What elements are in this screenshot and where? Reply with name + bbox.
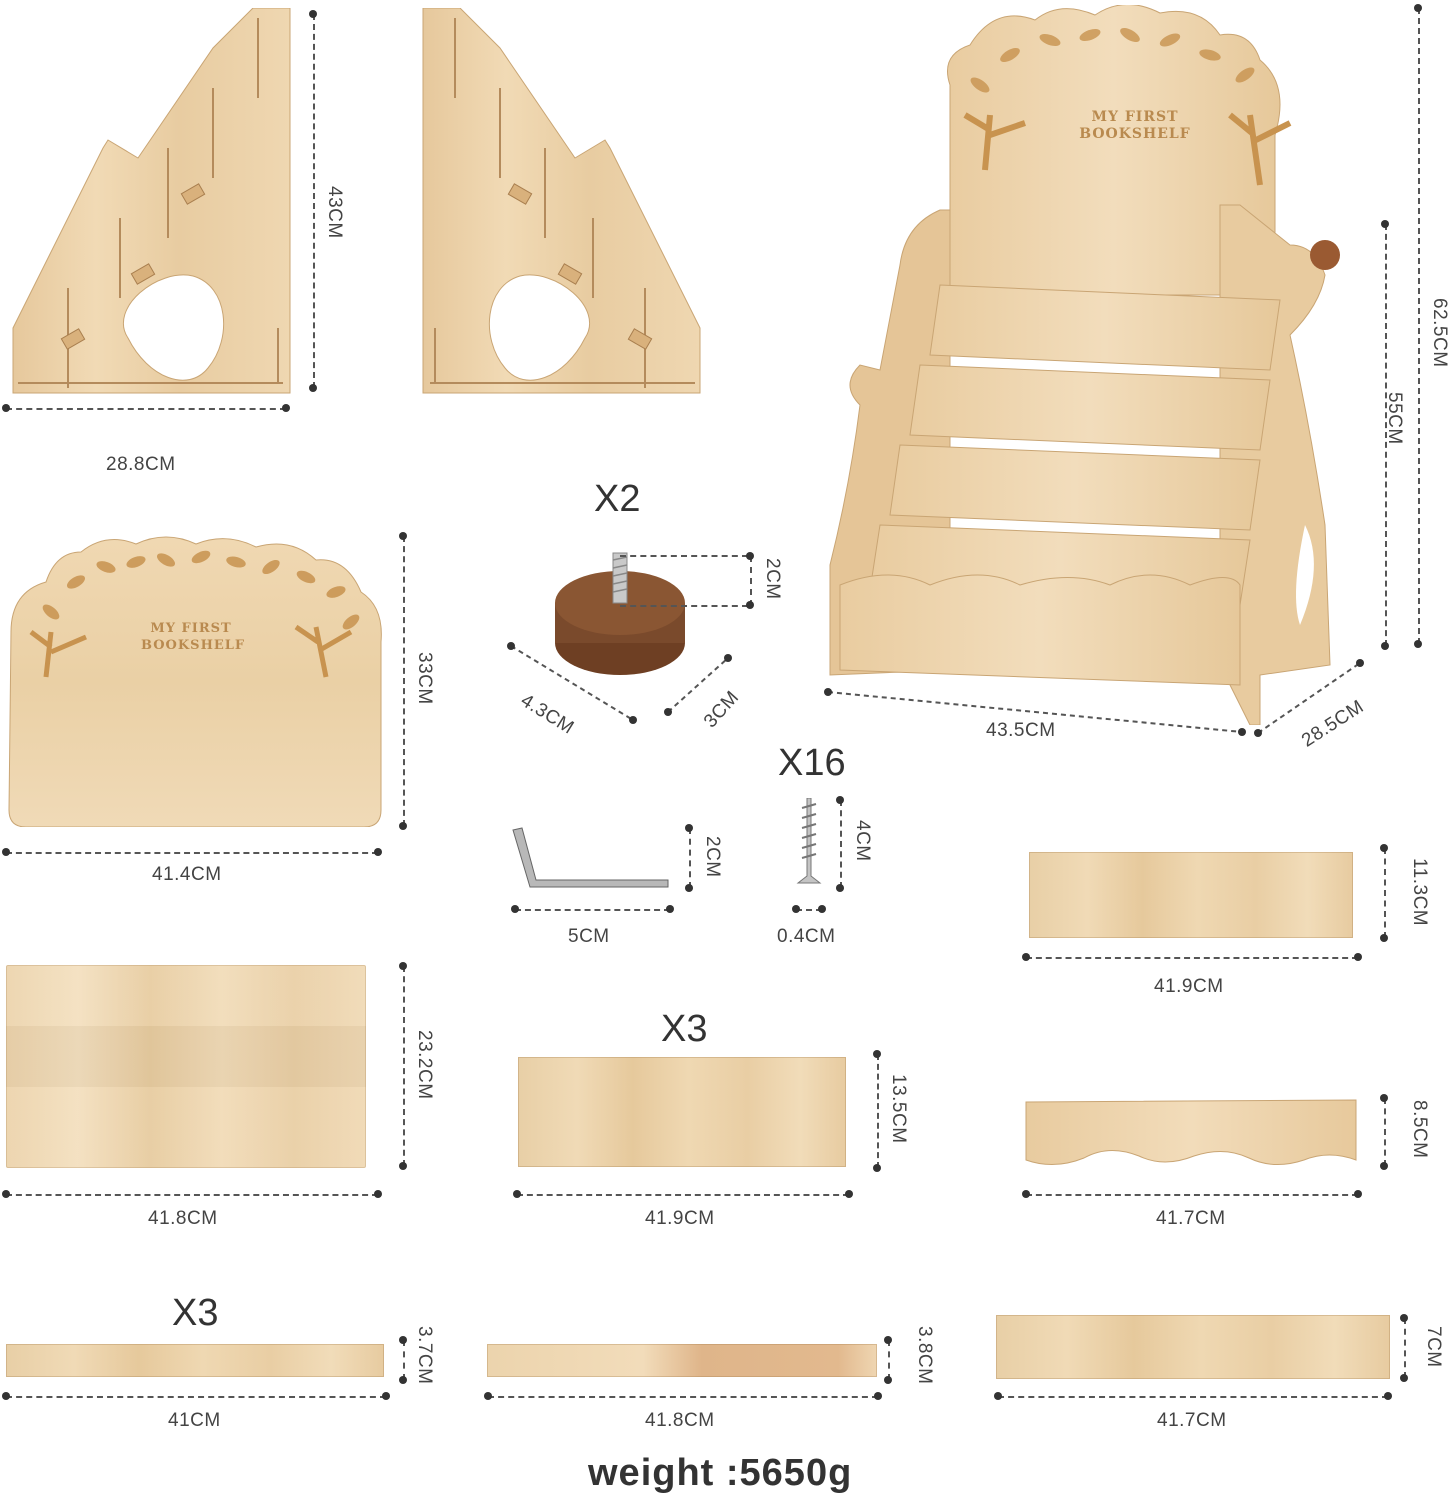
- total-height-label: 62.5CM: [1429, 298, 1448, 368]
- screws-quantity: X16: [778, 742, 846, 784]
- screw-piece: [794, 797, 824, 890]
- back-height-label: 33CM: [414, 652, 435, 705]
- feet-quantity: X2: [594, 478, 641, 520]
- rail-3-8-width-label: 41.8CM: [645, 1410, 715, 1431]
- base-board: [6, 965, 366, 1168]
- plank-7-height-label: 7CM: [1423, 1326, 1444, 1368]
- foot-piece: [550, 548, 690, 683]
- hex-key-height-label: 2CM: [702, 836, 723, 878]
- screw-diameter-label: 0.4CM: [777, 926, 836, 947]
- foot-height-label: 2CM: [762, 558, 783, 600]
- assembled-depth-dimension: [1254, 659, 1364, 737]
- plank-11-3-width-label: 41.9CM: [1154, 976, 1224, 997]
- rail-3-7-height-label: 3.7CM: [414, 1326, 435, 1385]
- rail-3-7: [6, 1344, 384, 1377]
- weight-label: weight :5650g: [588, 1452, 853, 1494]
- side-panel-left: [8, 7, 293, 398]
- wavy-front-height-label: 8.5CM: [1409, 1100, 1430, 1159]
- plank-11-3-height-label: 11.3CM: [1409, 858, 1430, 927]
- shelf-board-height-label: 13.5CM: [888, 1074, 909, 1144]
- wavy-front-width-label: 41.7CM: [1156, 1208, 1226, 1229]
- foot-length-dimension: [507, 642, 637, 724]
- hex-key: [508, 825, 673, 895]
- plank-7: [996, 1315, 1390, 1379]
- plank-7-width-label: 41.7CM: [1157, 1410, 1227, 1431]
- rails-quantity: X3: [172, 1292, 219, 1334]
- side-width-label: 28.8CM: [106, 454, 176, 475]
- shelf-board-width-label: 41.9CM: [645, 1208, 715, 1229]
- assembled-width-label: 43.5CM: [986, 720, 1056, 741]
- screw-length-label: 4CM: [852, 820, 873, 862]
- plank-11-3: [1029, 852, 1353, 938]
- back-width-label: 41.4CM: [152, 864, 222, 885]
- rail-3-8-height-text: 3.8CM: [914, 1326, 935, 1385]
- base-board-height-label: 23.2CM: [414, 1030, 435, 1100]
- hex-key-length-label: 5CM: [568, 926, 610, 947]
- side-panel-right: [420, 7, 705, 398]
- assembled-width-dimension: [824, 688, 1246, 736]
- rail-3-8: [487, 1344, 877, 1377]
- wavy-front-board: [1024, 1098, 1358, 1170]
- shelf-boards-quantity: X3: [661, 1008, 708, 1050]
- shelf-board: [518, 1057, 846, 1167]
- base-board-width-label: 41.8CM: [148, 1208, 218, 1229]
- side-height-assembled-label: 55CM: [1384, 392, 1405, 445]
- rail-3-7-width-label: 41CM: [168, 1410, 221, 1431]
- side-height-label: 43CM: [324, 186, 345, 239]
- foot-width-dimension: [664, 654, 732, 716]
